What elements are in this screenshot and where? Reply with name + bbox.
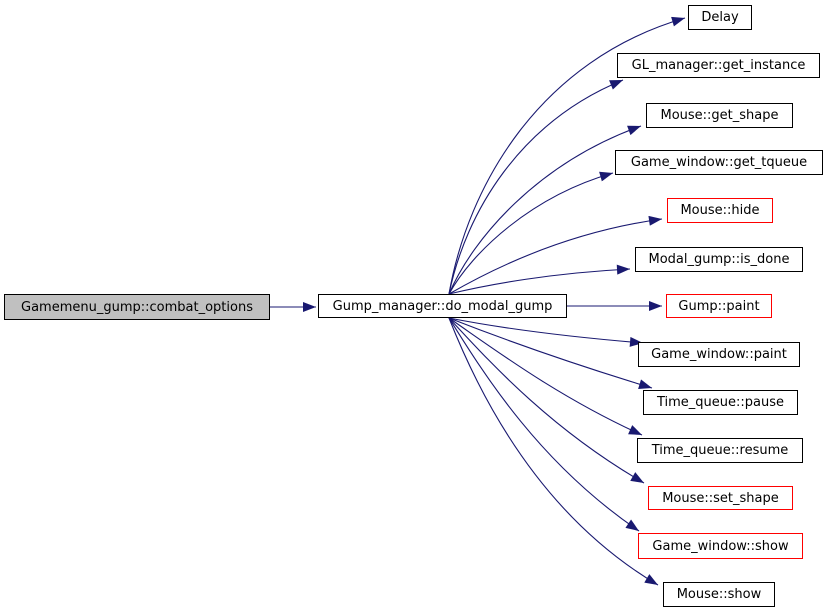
node-modal-gump-is-done[interactable]: Modal_gump::is_done xyxy=(635,247,803,272)
node-time-queue-pause[interactable]: Time_queue::pause xyxy=(643,390,798,415)
node-gump-paint[interactable]: Gump::paint xyxy=(666,294,772,318)
node-game-window-paint[interactable]: Game_window::paint xyxy=(638,342,800,367)
node-mouse-get-shape[interactable]: Mouse::get_shape xyxy=(646,103,793,128)
edge-do_modal_gump-to-get_instance xyxy=(448,79,624,295)
node-game-window-get-tqueue[interactable]: Game_window::get_tqueue xyxy=(615,150,823,175)
node-mouse-set-shape[interactable]: Mouse::set_shape xyxy=(648,486,793,510)
edge-do_modal_gump-to-is_done xyxy=(448,264,631,295)
edge-do_modal_gump-to-gw_paint xyxy=(448,317,644,347)
edge-do_modal_gump-to-get_tqueue xyxy=(448,171,614,295)
node-gamemenu-gump-combat-options[interactable]: Gamemenu_gump::combat_options xyxy=(4,294,270,320)
edge-do_modal_gump-to-delay xyxy=(448,16,686,295)
edge-do_modal_gump-to-pause xyxy=(448,317,653,390)
node-game-window-show[interactable]: Game_window::show xyxy=(638,533,803,559)
edge-do_modal_gump-to-resume xyxy=(448,317,643,436)
edge-do_modal_gump-to-mouse_show xyxy=(448,317,659,586)
node-gl-manager-get-instance[interactable]: GL_manager::get_instance xyxy=(617,53,820,78)
edge-do_modal_gump-to-hide xyxy=(448,215,663,295)
node-gump-manager-do-modal-gump[interactable]: Gump_manager::do_modal_gump xyxy=(318,294,567,318)
node-time-queue-resume[interactable]: Time_queue::resume xyxy=(637,438,803,463)
node-mouse-hide[interactable]: Mouse::hide xyxy=(667,198,773,223)
node-mouse-show[interactable]: Mouse::show xyxy=(663,582,775,607)
node-delay[interactable]: Delay xyxy=(688,5,752,30)
edge-do_modal_gump-to-set_shape xyxy=(448,317,645,484)
edge-do_modal_gump-to-get_shape xyxy=(448,125,642,295)
edge-do_modal_gump-to-gw_show xyxy=(448,317,640,532)
